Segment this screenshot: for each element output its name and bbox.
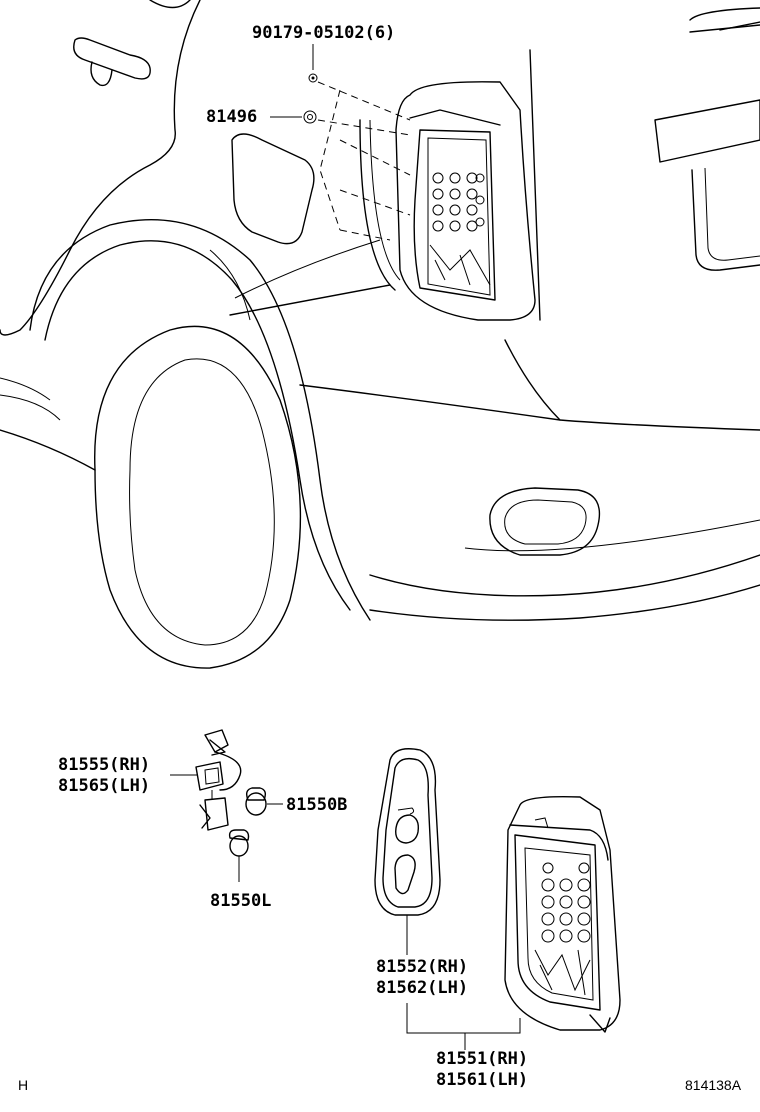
assembly-bracket [406, 1003, 521, 1050]
label-gasket-rh: 81552(RH) [376, 957, 468, 977]
bulb-81550l [228, 829, 250, 857]
lamp-socket-wire [195, 729, 242, 831]
label-gasket-lh: 81562(LH) [376, 978, 468, 998]
clip-part-icon [303, 110, 317, 124]
rear-tire [94, 325, 302, 669]
door-handle [73, 37, 151, 80]
tail-lamp-assembly [504, 796, 621, 1033]
footer-figure-id: 814138A [685, 1077, 742, 1093]
license-garnish [654, 99, 760, 163]
vehicle-rear-illustration [0, 0, 760, 669]
lamp-led-grid [432, 172, 485, 232]
screw-part-icon [308, 73, 318, 83]
installed-tail-lamp [395, 81, 536, 321]
assembly-led-grid [541, 862, 591, 943]
label-lamp-lh: 81561(LH) [436, 1070, 528, 1090]
label-bulb-l: 81550L [210, 891, 271, 911]
label-socket-rh: 81555(RH) [58, 755, 150, 775]
fuel-lid [231, 133, 315, 245]
label-lamp-rh: 81551(RH) [436, 1049, 528, 1069]
mounting-dashes [317, 81, 411, 241]
label-socket-lh: 81565(LH) [58, 776, 150, 796]
label-bulb-b: 81550B [286, 795, 347, 815]
rear-reflector [489, 487, 601, 556]
lamp-gasket [374, 748, 441, 916]
label-clip: 81496 [206, 107, 257, 127]
footer-left-code: H [18, 1077, 28, 1093]
bulb-81550b [245, 787, 267, 816]
label-screw: 90179-05102(6) [252, 23, 395, 43]
wheel-arch [29, 219, 371, 621]
